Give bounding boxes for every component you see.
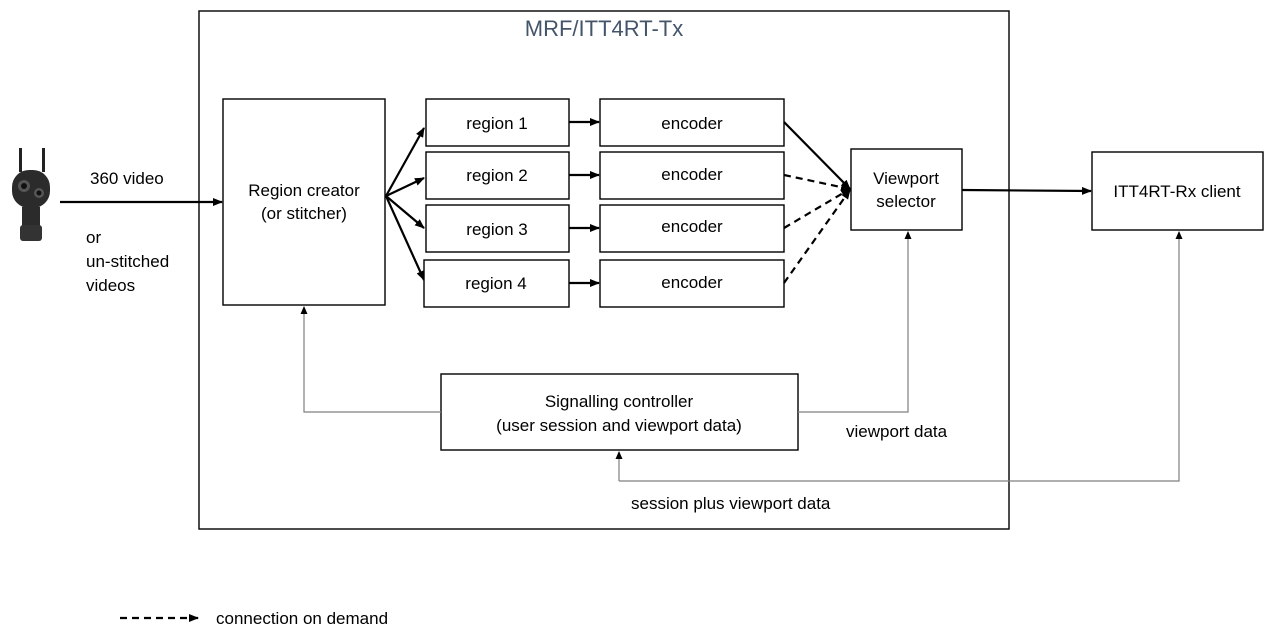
dashed-arrow-encoder-3-to-viewport-selector bbox=[783, 188, 851, 229]
session-plus-viewport-data-label: session plus viewport data bbox=[631, 494, 831, 513]
line-client-to-signalling bbox=[619, 231, 1183, 482]
dashed-arrow-encoder-2-to-viewport-selector bbox=[783, 173, 851, 192]
input-label-videos: videos bbox=[86, 276, 135, 295]
viewport-selector-sublabel: selector bbox=[876, 192, 936, 211]
dashed-arrow-encoder-4-to-viewport-selector bbox=[783, 189, 851, 284]
viewport-selector-box bbox=[850, 148, 963, 231]
viewport-selector-label: Viewport bbox=[873, 169, 939, 188]
itt4rt-rx-client-box bbox=[1091, 151, 1264, 231]
arrow-creator-to-region-1 bbox=[385, 127, 425, 197]
encoder-3-box bbox=[599, 204, 785, 253]
input-label-or: or bbox=[86, 228, 101, 247]
360-camera-icon bbox=[12, 148, 50, 241]
arrow-creator-to-region-4 bbox=[384, 195, 426, 281]
region-4-box bbox=[423, 259, 570, 308]
arrow-viewport-selector-to-client bbox=[961, 186, 1092, 195]
input-label-360-video: 360 video bbox=[90, 169, 164, 188]
region-creator-box bbox=[222, 98, 386, 306]
encoder-4-box bbox=[599, 259, 785, 308]
encoder-4-label: encoder bbox=[661, 273, 723, 292]
region-1-label: region 1 bbox=[466, 114, 527, 133]
region-4-label: region 4 bbox=[465, 274, 526, 293]
mrf-title: MRF/ITT4RT-Tx bbox=[525, 16, 683, 41]
legend-connection-on-demand-label: connection on demand bbox=[216, 609, 388, 628]
line-signalling-to-viewport-selector bbox=[798, 231, 912, 413]
signalling-controller-sublabel: (user session and viewport data) bbox=[496, 416, 742, 435]
encoder-2-box bbox=[599, 151, 785, 200]
encoder-2-label: encoder bbox=[661, 165, 723, 184]
region-creator-sublabel: (or stitcher) bbox=[261, 204, 347, 223]
region-3-label: region 3 bbox=[466, 220, 527, 239]
region-2-box bbox=[425, 151, 570, 200]
region-2-label: region 2 bbox=[466, 166, 527, 185]
arrow-encoder-1-to-viewport-selector bbox=[783, 121, 851, 190]
encoder-3-label: encoder bbox=[661, 217, 723, 236]
region-3-box bbox=[425, 204, 570, 253]
signalling-controller-label: Signalling controller bbox=[545, 392, 694, 411]
viewport-data-label: viewport data bbox=[846, 422, 948, 441]
region-creator-label: Region creator bbox=[248, 181, 360, 200]
arrow-creator-to-region-2 bbox=[385, 177, 425, 197]
itt4rt-rx-client-label: ITT4RT-Rx client bbox=[1113, 182, 1240, 201]
arrow-creator-to-region-3 bbox=[385, 195, 425, 229]
encoder-1-label: encoder bbox=[661, 114, 723, 133]
line-signalling-to-region-creator bbox=[300, 306, 441, 413]
mrf-container-box bbox=[198, 10, 1010, 530]
input-label-unstitched: un-stitched bbox=[86, 252, 169, 271]
signalling-controller-box bbox=[440, 373, 799, 451]
